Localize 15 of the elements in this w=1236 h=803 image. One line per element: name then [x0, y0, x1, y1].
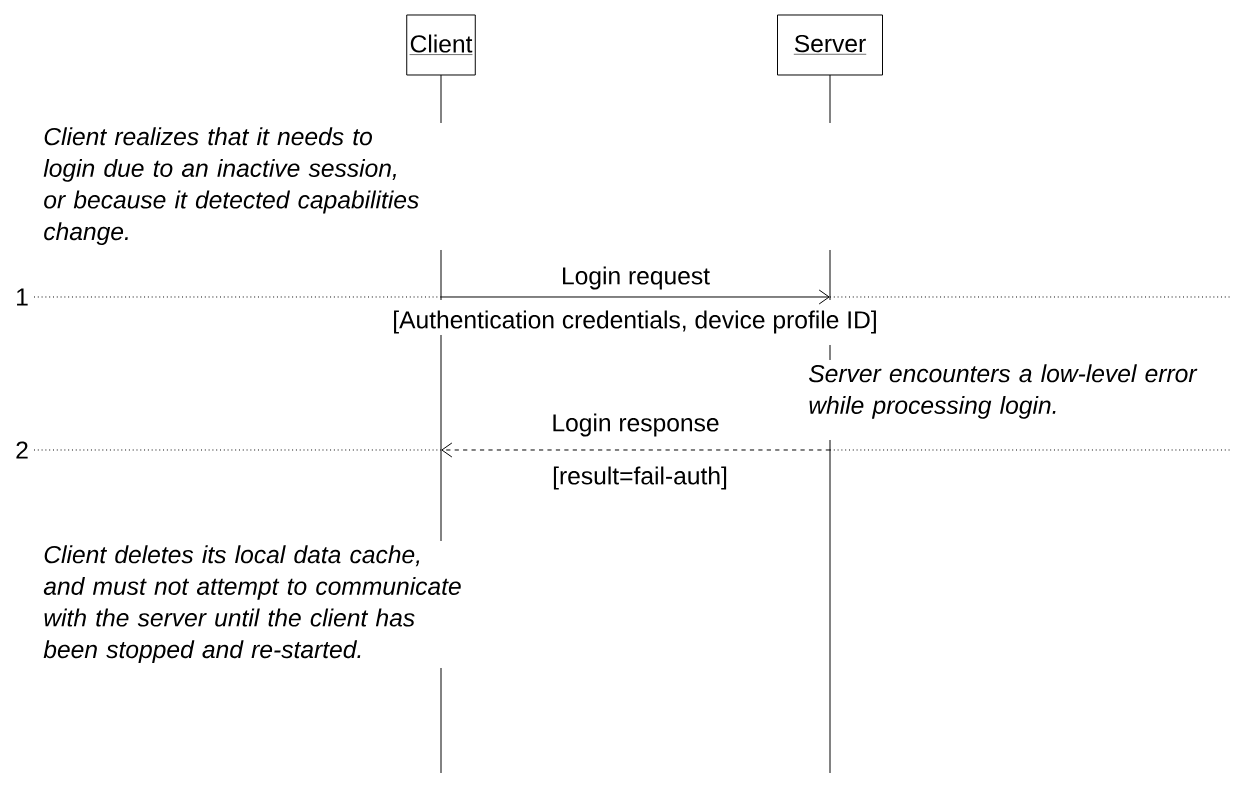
step-number: 1 [17, 288, 28, 306]
message-label: Login response [553, 413, 719, 437]
step-number: 2 [16, 441, 28, 459]
message-label: Login request [563, 266, 710, 290]
message-parameters: [Authentication credentials, device profile ID] [394, 310, 876, 334]
participant-box: Server [777, 14, 883, 76]
note-text: Client realizes that it needs to login due to an inactive session, or because it detected capabilities change. [43, 127, 419, 246]
note-text: Server encounters a low-level error while processing login. [809, 364, 1198, 419]
message-arrow [440, 289, 830, 305]
message-parameters: [result=fail-auth] [553, 466, 727, 490]
note-text: Client deletes its local data cache, and must not attempt to communicate with the server until the client has been stopped and re-started. [43, 545, 461, 664]
lifeline [829, 74, 831, 774]
message-arrow [441, 442, 831, 458]
lifeline [440, 74, 442, 774]
participant-box: Client [406, 14, 476, 76]
